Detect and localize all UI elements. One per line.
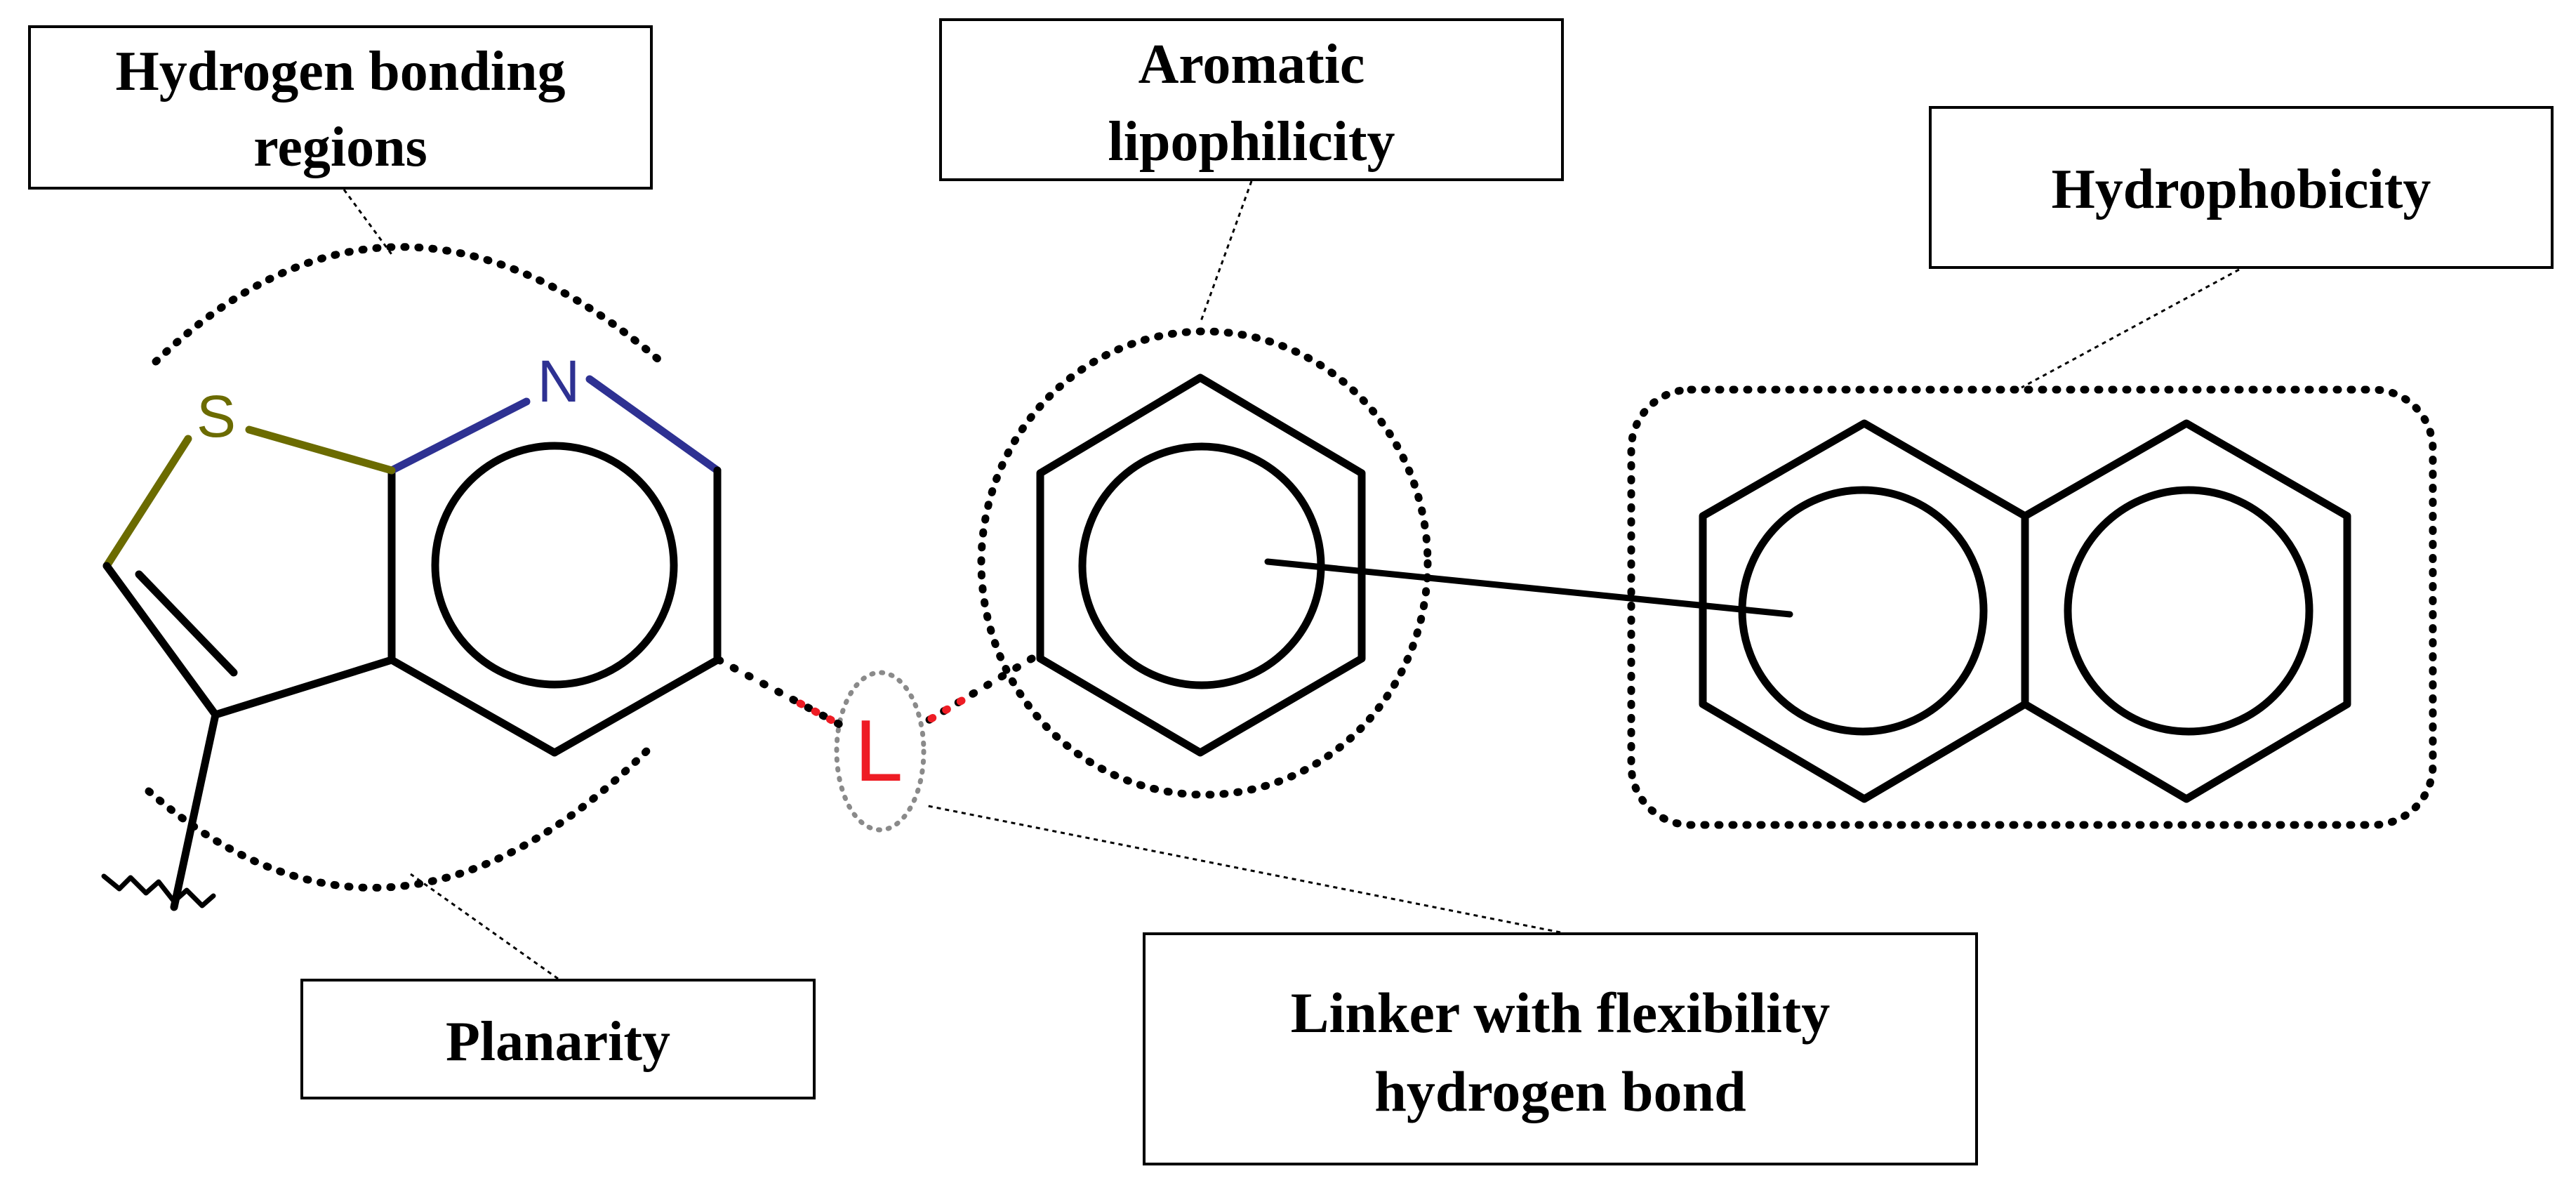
planarity-label: Planarity xyxy=(446,1011,670,1073)
naphthalene-right-circle xyxy=(2064,486,2313,736)
nitrogen-atom-label: N xyxy=(538,348,580,414)
naphthalene xyxy=(1699,419,2351,803)
aromatic-region-circle xyxy=(977,327,1432,799)
hydrogen-bonding-label-line1: Hydrogen bonding xyxy=(116,41,566,103)
pyridine-aromatic-circle xyxy=(431,442,678,689)
leader-hydrophobicity xyxy=(2021,268,2240,389)
attachment-wavy-bond xyxy=(101,873,216,908)
hydrogen-bonding-box: Hydrogen bonding regions xyxy=(28,25,653,190)
sulfur-atom-label: S xyxy=(197,383,236,449)
hydrogen-bonding-label-line2: regions xyxy=(253,117,427,178)
linker-box: Linker with flexibility hydrogen bond xyxy=(1143,932,1978,1165)
leader-planarity xyxy=(410,873,559,980)
linker-label-line1: Linker with flexibility xyxy=(1291,981,1830,1045)
naphthalene-left-circle xyxy=(1738,486,1988,736)
hydrophobicity-label: Hydrophobicity xyxy=(2052,159,2431,220)
linker-atom-label: L xyxy=(855,703,903,800)
planarity-box: Planarity xyxy=(300,979,816,1099)
linker-bond-left xyxy=(715,656,848,731)
hydrophobic-region-rect xyxy=(1627,385,2437,829)
planarity-arc xyxy=(145,743,654,892)
hydrophobicity-box: Hydrophobicity xyxy=(1929,106,2554,269)
leader-aromatic xyxy=(1199,180,1253,324)
linker-label-line2: hydrogen bond xyxy=(1374,1059,1746,1123)
linker-group: L xyxy=(715,654,1036,833)
linker-circle xyxy=(834,670,927,833)
aromatic-label-line1: Aromatic xyxy=(1138,34,1365,95)
leader-hydrogen-bonding xyxy=(343,189,394,257)
aromatic-lipophilicity-box: Aromatic lipophilicity xyxy=(939,18,1564,181)
biaryl-bond xyxy=(1264,558,1793,618)
linker-bond-right xyxy=(919,654,1036,727)
linker-bond-right-red xyxy=(919,696,966,727)
leader-lines xyxy=(343,180,2240,980)
leader-linker xyxy=(927,805,1561,934)
hydrogen-bonding-arc xyxy=(152,243,663,366)
thienopyridine-scaffold xyxy=(101,375,722,911)
region-annotations xyxy=(145,243,2437,892)
aromatic-label-line2: lipophilicity xyxy=(1108,111,1395,173)
